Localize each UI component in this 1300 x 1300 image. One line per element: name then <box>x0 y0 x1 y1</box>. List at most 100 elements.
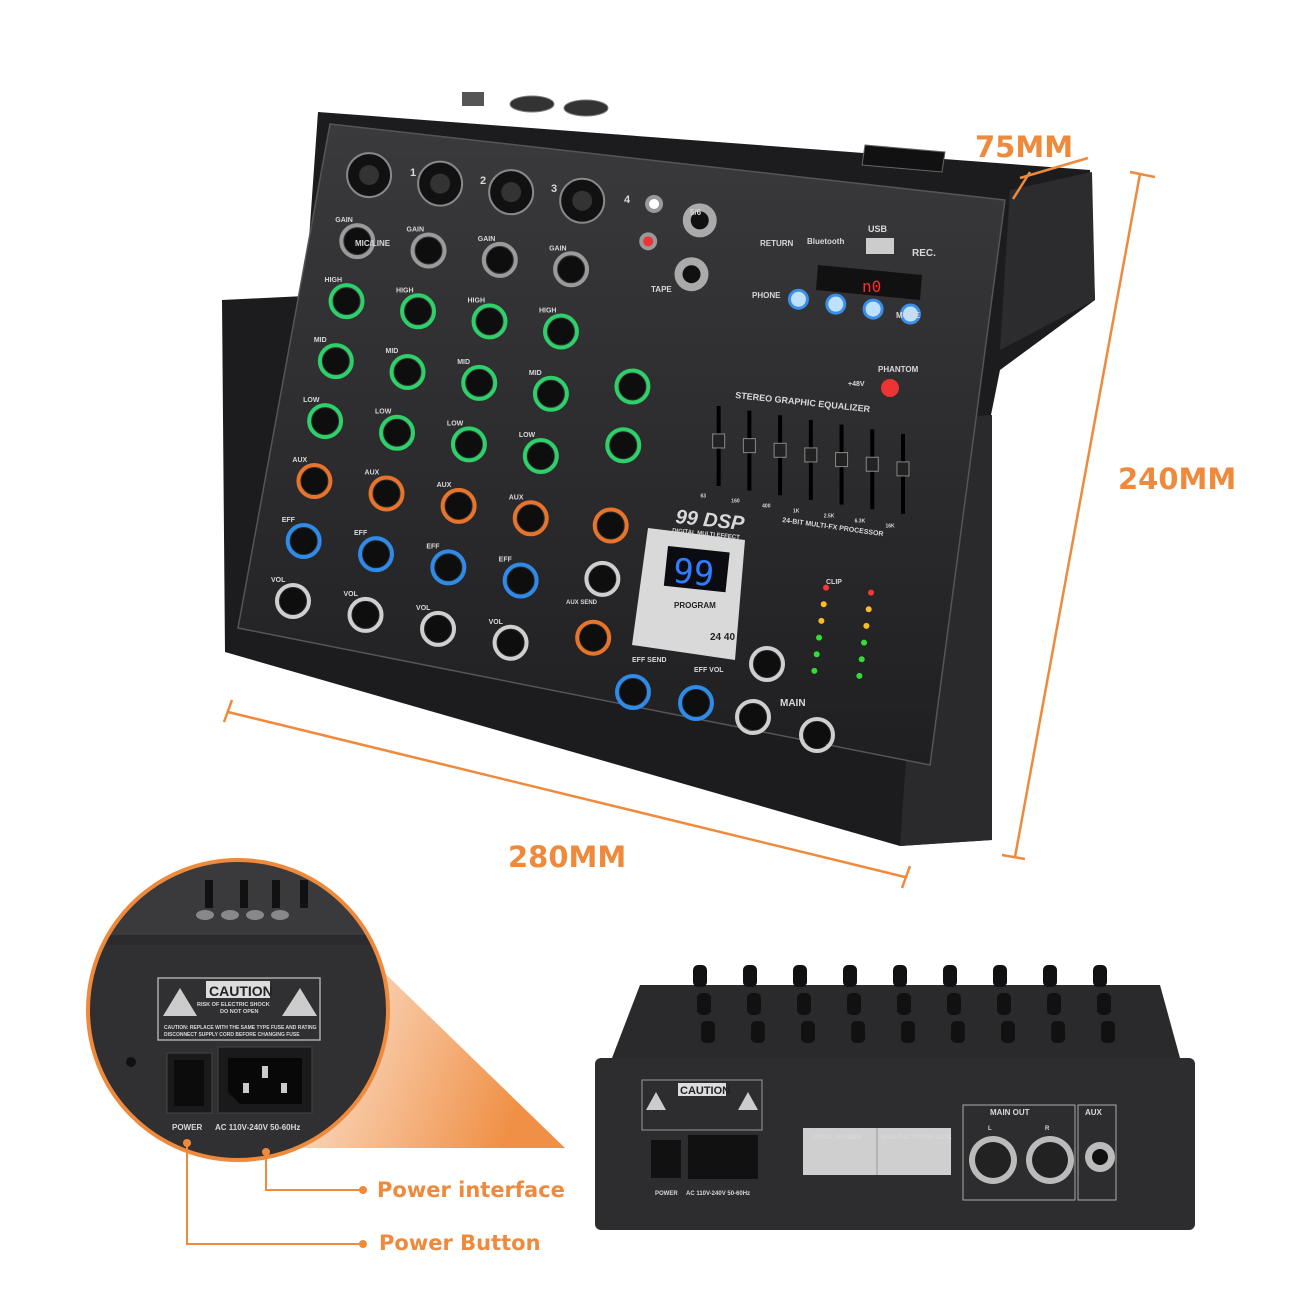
power-interface-callout: Power interface <box>377 1178 565 1202</box>
mixer-main-view: GAINHIGHMIDLOWAUXEFFVOLGAINHIGHMIDLOWAUX… <box>222 92 1095 846</box>
eff-knob[interactable] <box>507 567 534 594</box>
gain-knob[interactable] <box>486 246 513 273</box>
media-button[interactable] <box>862 298 884 320</box>
rear-view-knob <box>901 1021 915 1043</box>
eq-knob[interactable] <box>322 348 349 375</box>
knob-label-eff: EFF <box>354 530 368 537</box>
knob-label-high: HIGH <box>468 297 486 304</box>
rear-power-switch[interactable] <box>651 1140 681 1178</box>
tape-label: TAPE <box>651 285 672 294</box>
eq-knob[interactable] <box>333 288 360 315</box>
eq-knob-ring <box>532 375 569 412</box>
aux-knob[interactable] <box>445 492 472 519</box>
eq-knob[interactable] <box>547 318 574 345</box>
gain-knob[interactable] <box>344 228 371 255</box>
channel-1-number: 1 <box>410 167 416 179</box>
rear-view-knob <box>851 1021 865 1043</box>
inset-power-switch[interactable] <box>174 1060 204 1106</box>
power-socket-top <box>861 144 946 173</box>
eff-knob[interactable] <box>363 541 390 568</box>
aux-knob-ring <box>575 619 612 656</box>
eq-fader-cap[interactable] <box>835 452 849 468</box>
eq-knob[interactable] <box>405 298 432 325</box>
vol-knob[interactable] <box>352 601 379 628</box>
rear-view-knob <box>951 1021 965 1043</box>
rear-iec-socket[interactable] <box>688 1135 758 1179</box>
media-button[interactable] <box>825 293 847 315</box>
usb-port[interactable] <box>866 238 894 254</box>
knob[interactable] <box>683 690 709 716</box>
gain-knob[interactable] <box>558 256 585 283</box>
aux-knob[interactable] <box>517 505 544 532</box>
eq-fader-cap[interactable] <box>742 438 756 454</box>
eq-knob[interactable] <box>466 369 493 396</box>
eq-knob[interactable] <box>537 380 564 407</box>
phone-label: PHONE <box>752 291 781 300</box>
aux-knob[interactable] <box>580 624 607 651</box>
rear-view-knob <box>693 965 707 987</box>
eq-fader-cap[interactable] <box>712 433 726 449</box>
eq-fader-cap[interactable] <box>896 461 910 477</box>
meter-led <box>811 667 818 674</box>
vol-knob[interactable] <box>589 565 616 592</box>
eq-fader-cap[interactable] <box>773 442 787 458</box>
inset-iec-socket[interactable] <box>228 1058 302 1104</box>
inset-caution-title: CAUTION <box>209 983 273 999</box>
eq-band-label: 2.5K <box>824 514 835 520</box>
height-line <box>1013 173 1142 858</box>
eq-knob[interactable] <box>394 358 421 385</box>
rear-view-knob <box>801 1021 815 1043</box>
eq-knob[interactable] <box>610 432 637 459</box>
eff-knob-ring <box>358 536 395 573</box>
knob-ring <box>799 717 835 753</box>
channel-numbers: 1 2 3 4 <box>410 167 631 206</box>
rear-aux-label: AUX <box>1085 1108 1103 1117</box>
dimension-lines <box>222 156 1156 889</box>
knob-label-low: LOW <box>303 397 320 404</box>
eff-knob[interactable] <box>435 554 462 581</box>
eq-fader-cap[interactable] <box>865 456 879 472</box>
callout-lines <box>186 1143 363 1245</box>
knob-label-vol: VOL <box>416 605 431 612</box>
gain-knob[interactable] <box>415 237 442 264</box>
player-display <box>816 265 922 300</box>
knob[interactable] <box>740 704 766 730</box>
aux-knob[interactable] <box>597 512 624 539</box>
eq-knob-ring <box>317 343 354 380</box>
eq-fader-cap[interactable] <box>804 447 818 463</box>
eq-knob[interactable] <box>384 419 411 446</box>
rear-view-knob <box>843 965 857 987</box>
aux-knob[interactable] <box>301 468 328 495</box>
meter-led <box>865 606 872 613</box>
eq-knob[interactable] <box>455 431 482 458</box>
bluetooth-label: Bluetooth <box>807 237 844 246</box>
program-label: PROGRAM <box>674 601 716 610</box>
knob[interactable] <box>754 651 780 677</box>
eq-knob[interactable] <box>476 308 503 335</box>
eq-knob[interactable] <box>527 443 554 470</box>
rear-view-knob <box>701 1021 715 1043</box>
mixer-rear-view: CAUTION SERIAL NUMBER MANUFACTURING DATE… <box>595 965 1195 1230</box>
knob[interactable] <box>804 722 830 748</box>
eff-knob[interactable] <box>290 528 317 555</box>
media-button[interactable] <box>899 303 921 325</box>
eq-knob-ring <box>328 283 365 320</box>
knob-label-gain: GAIN <box>549 245 567 252</box>
phantom-button[interactable] <box>881 379 899 397</box>
media-button[interactable] <box>787 288 809 310</box>
rear-view-knob <box>1043 965 1057 987</box>
rear-view-knob <box>697 993 711 1015</box>
vol-knob[interactable] <box>497 629 524 656</box>
main-out-right-label: R <box>1045 1126 1050 1132</box>
vol-knob[interactable] <box>279 587 306 614</box>
inset-caution-note2: DISCONNECT SUPPLY CORD BEFORE CHANGING F… <box>164 1032 300 1038</box>
eq-band-label: 1K <box>793 509 800 515</box>
eq-knob[interactable] <box>619 373 646 400</box>
eq-knob-ring <box>605 427 642 464</box>
aux-knob[interactable] <box>373 480 400 507</box>
main-out-left-label: L <box>988 1126 992 1132</box>
eff-send-label: EFF SEND <box>632 657 667 664</box>
knob[interactable] <box>620 679 646 705</box>
vol-knob[interactable] <box>425 615 452 642</box>
eq-knob[interactable] <box>312 408 339 435</box>
